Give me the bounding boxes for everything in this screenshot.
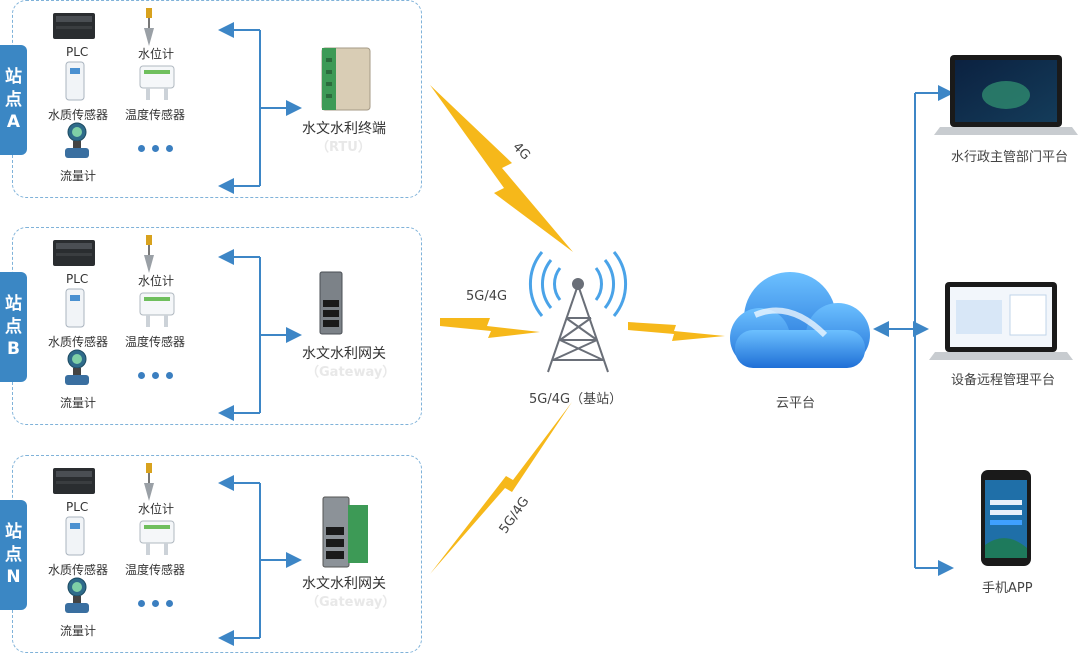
terminal-n-name: 水文水利网关 <box>302 576 386 592</box>
base-station-tower-icon <box>528 251 628 373</box>
temperature-label: 温度传感器 <box>125 108 186 122</box>
phone-app-icon <box>981 470 1031 566</box>
flow-meter-label: 流量计 <box>60 624 97 638</box>
temperature-label: 温度传感器 <box>125 335 186 349</box>
station-b-tab: 站 点 B <box>0 272 27 382</box>
platform-device-mgmt-label: 设备远程管理平台 <box>951 373 1056 388</box>
laptop-device-mgmt-icon <box>929 282 1073 360</box>
bolt-5g-b-icon <box>440 318 540 338</box>
cloud-label: 云平台 <box>776 396 816 411</box>
water-quality-label: 水质传感器 <box>48 108 109 122</box>
base-station-label: 5G/4G（基站） <box>529 392 623 407</box>
temperature-sensor-icon <box>138 291 176 333</box>
station-a-bus <box>218 22 302 194</box>
station-n-bus <box>218 475 302 646</box>
flow-meter-label: 流量计 <box>60 396 97 410</box>
plc-icon <box>52 10 96 46</box>
terminal-b-sub: （Gateway） <box>306 365 396 380</box>
more-devices-icon <box>138 372 173 379</box>
terminal-n-sub: （Gateway） <box>306 595 396 610</box>
station-n-tab: 站 点 N <box>0 500 27 610</box>
water-quality-sensor-icon <box>64 60 86 106</box>
terminal-a-name: 水文水利终端 <box>302 121 386 137</box>
terminal-a-sub: （RTU） <box>316 140 371 155</box>
more-devices-icon <box>138 145 173 152</box>
water-level-meter-icon <box>142 463 156 507</box>
water-quality-label: 水质传感器 <box>48 563 109 577</box>
bolt-4g-icon <box>430 85 573 252</box>
station-b-bus <box>218 249 302 421</box>
terminal-b-name: 水文水利网关 <box>302 346 386 362</box>
flow-meter-icon <box>64 122 90 168</box>
water-quality-sensor-icon <box>64 515 86 561</box>
bolt-cloud-icon <box>628 322 725 341</box>
flow-meter-icon <box>64 577 90 623</box>
rtu-device-icon <box>321 47 371 111</box>
platform-admin-label: 水行政主管部门平台 <box>951 150 1069 165</box>
platform-bus <box>873 85 954 576</box>
station-a-tab: 站 点 A <box>0 45 27 155</box>
cloud-platform-icon <box>730 272 870 368</box>
temperature-sensor-icon <box>138 64 176 106</box>
water-level-meter-icon <box>142 235 156 279</box>
gateway-n-device-icon <box>322 496 368 568</box>
gateway-b-device-icon <box>319 271 343 335</box>
water-quality-sensor-icon <box>64 287 86 333</box>
plc-icon <box>52 237 96 273</box>
laptop-admin-icon <box>934 55 1078 135</box>
plc-label: PLC <box>66 272 89 286</box>
platform-app-label: 手机APP <box>982 581 1033 596</box>
link-b-label: 5G/4G <box>466 289 508 304</box>
water-level-label: 水位计 <box>138 274 175 288</box>
water-level-label: 水位计 <box>138 502 175 516</box>
plc-icon <box>52 465 96 501</box>
flow-meter-icon <box>64 349 90 395</box>
bolt-5g-n-icon <box>430 402 572 574</box>
water-level-meter-icon <box>142 8 156 52</box>
flow-meter-label: 流量计 <box>60 169 97 183</box>
plc-label: PLC <box>66 500 89 514</box>
temperature-label: 温度传感器 <box>125 563 186 577</box>
water-quality-label: 水质传感器 <box>48 335 109 349</box>
water-level-label: 水位计 <box>138 47 175 61</box>
temperature-sensor-icon <box>138 519 176 561</box>
plc-label: PLC <box>66 45 89 59</box>
more-devices-icon <box>138 600 173 607</box>
